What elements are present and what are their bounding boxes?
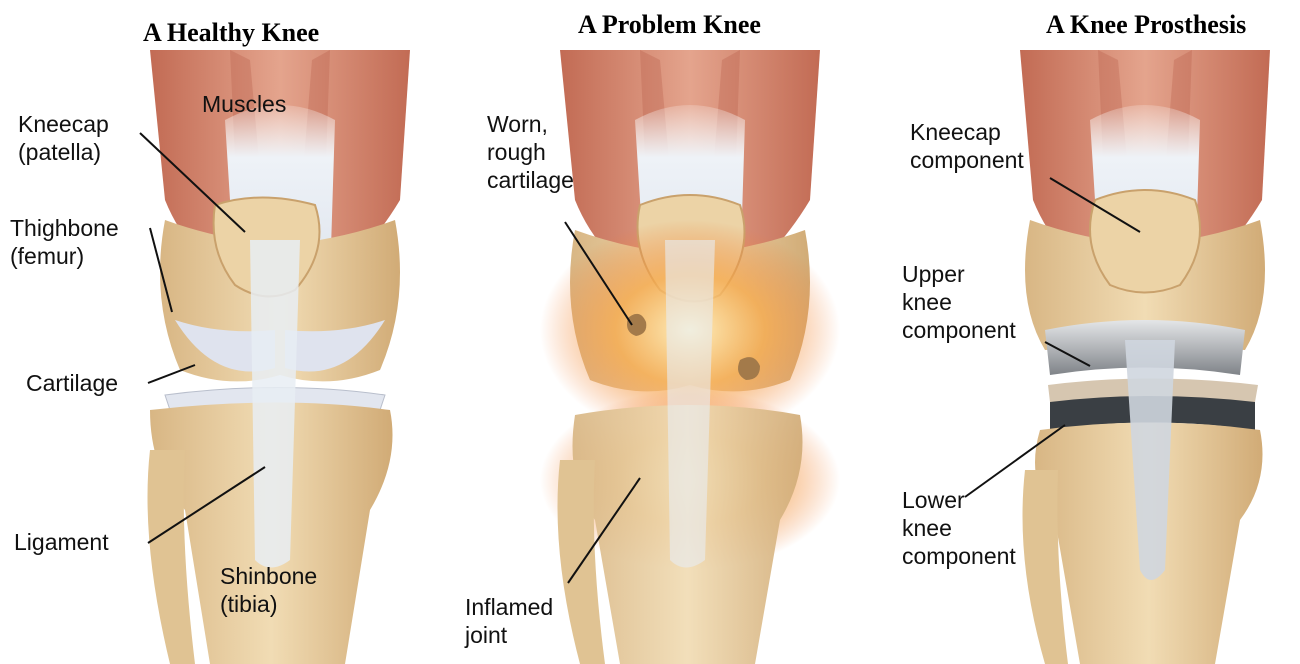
- label-muscles: Muscles: [202, 90, 286, 118]
- label-inflamed-line2: joint: [465, 621, 553, 649]
- prosthesis-knee-drawing: [1020, 50, 1270, 664]
- label-kneecap: Kneecap (patella): [18, 110, 109, 166]
- label-worn-line2: rough: [487, 138, 574, 166]
- label-kneecap-component-line1: Kneecap: [910, 118, 1024, 146]
- label-kneecap-component-line2: component: [910, 146, 1024, 174]
- label-upper-line2: knee: [902, 288, 1016, 316]
- label-shinbone: Shinbone (tibia): [220, 562, 317, 618]
- problem-knee-drawing: [540, 50, 840, 664]
- label-inflamed-joint: Inflamed joint: [465, 593, 553, 649]
- label-upper-line3: component: [902, 316, 1016, 344]
- label-thighbone-line2: (femur): [10, 242, 119, 270]
- label-kneecap-component: Kneecap component: [910, 118, 1024, 174]
- title-healthy-knee: A Healthy Knee: [143, 20, 319, 46]
- label-shinbone-line1: Shinbone: [220, 562, 317, 590]
- label-kneecap-line1: Kneecap: [18, 110, 109, 138]
- label-inflamed-line1: Inflamed: [465, 593, 553, 621]
- title-problem-knee: A Problem Knee: [578, 12, 761, 38]
- label-worn-line3: cartilage: [487, 166, 574, 194]
- label-lower-knee-component: Lower knee component: [902, 486, 1016, 570]
- label-lower-line2: knee: [902, 514, 1016, 542]
- label-upper-knee-component: Upper knee component: [902, 260, 1016, 344]
- label-upper-line1: Upper: [902, 260, 1016, 288]
- label-kneecap-line2: (patella): [18, 138, 109, 166]
- label-ligament: Ligament: [14, 528, 109, 556]
- label-thighbone-line1: Thighbone: [10, 214, 119, 242]
- label-lower-line3: component: [902, 542, 1016, 570]
- label-lower-line1: Lower: [902, 486, 1016, 514]
- label-cartilage: Cartilage: [26, 369, 118, 397]
- label-thighbone: Thighbone (femur): [10, 214, 119, 270]
- label-worn-cartilage: Worn, rough cartilage: [487, 110, 574, 194]
- label-shinbone-line2: (tibia): [220, 590, 317, 618]
- label-worn-line1: Worn,: [487, 110, 574, 138]
- title-knee-prosthesis: A Knee Prosthesis: [1046, 12, 1246, 38]
